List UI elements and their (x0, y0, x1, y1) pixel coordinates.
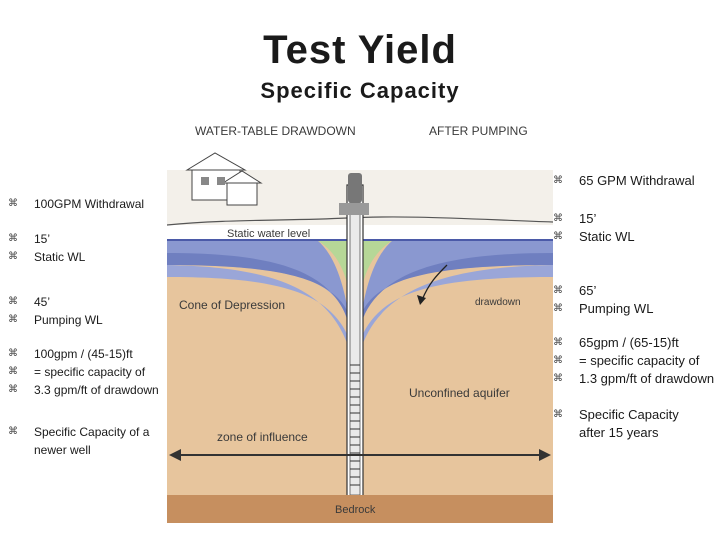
zone-of-influence-label: zone of influence (217, 430, 308, 444)
bullet-item: after 15 years (579, 425, 659, 440)
house-icon (185, 152, 263, 206)
bullet-item: ⌘15’ (8, 232, 51, 246)
diagram-header-left: WATER-TABLE DRAWDOWN (195, 124, 356, 138)
left-bullet-list: ⌘100GPM Withdrawal ⌘15’ ⌘Static WL ⌘45’ … (8, 195, 168, 459)
bullet-item: ⌘15’ (553, 211, 597, 226)
cone-band-inner (167, 265, 351, 355)
bullet-item: ⌘65’ (553, 283, 597, 298)
command-key-icon: ⌘ (8, 366, 18, 377)
bullet-item: ⌘Specific Capacity (553, 407, 679, 422)
command-key-icon: ⌘ (553, 409, 563, 420)
command-key-icon: ⌘ (8, 233, 18, 244)
drawdown-zone-right (362, 240, 393, 287)
cone-band-inner-right (359, 265, 553, 355)
diagram-header-right: AFTER PUMPING (429, 124, 528, 138)
command-key-icon: ⌘ (553, 213, 563, 224)
bullet-item: ⌘100gpm / (45-15)ft (8, 347, 133, 361)
bullet-item: ⌘100GPM Withdrawal (8, 197, 145, 211)
bullet-item: ⌘1.3 gpm/ft of drawdown (553, 371, 715, 386)
bullet-item: ⌘65 GPM Withdrawal (553, 173, 695, 188)
bullet-item: newer well (34, 443, 91, 457)
zone-of-influence-arrow (169, 449, 551, 461)
pump-head (339, 173, 369, 215)
command-key-icon: ⌘ (8, 198, 18, 209)
bullet-item: ⌘3.3 gpm/ft of drawdown (8, 383, 159, 397)
slide-title: Test Yield (263, 28, 457, 72)
command-key-icon: ⌘ (553, 285, 563, 296)
command-key-icon: ⌘ (553, 337, 563, 348)
cone-band-mid-right (359, 253, 553, 330)
bullet-item: ⌘Specific Capacity of a (8, 425, 150, 439)
cone-band-mid (167, 253, 351, 330)
command-key-icon: ⌘ (553, 373, 563, 384)
drawdown-arrowhead (417, 295, 426, 305)
command-key-icon: ⌘ (8, 426, 18, 437)
right-bullet-list: ⌘65 GPM Withdrawal ⌘15’ ⌘Static WL ⌘65’ … (553, 172, 718, 442)
command-key-icon: ⌘ (553, 231, 563, 242)
slide-subtitle: Specific Capacity (260, 78, 460, 103)
bullet-item: ⌘Static WL (8, 250, 86, 264)
bullet-item: ⌘45’ (8, 295, 51, 309)
bullet-item: ⌘65gpm / (65-15)ft (553, 335, 679, 350)
bullet-item: ⌘Pumping WL (553, 301, 654, 316)
well-drawdown-diagram: WATER-TABLE DRAWDOWN AFTER PUMPING Stati… (166, 115, 554, 525)
well-casing (346, 184, 364, 506)
command-key-icon: ⌘ (8, 348, 18, 359)
bullet-item: ⌘Static WL (553, 229, 635, 244)
drawdown-zone (317, 240, 348, 287)
command-key-icon: ⌘ (8, 314, 18, 325)
bedrock-layer (167, 495, 553, 523)
bullet-item: ⌘= specific capacity of (553, 353, 700, 368)
unconfined-aquifer-label: Unconfined aquifer (409, 386, 510, 400)
bullet-item: ⌘Pumping WL (8, 313, 103, 327)
command-key-icon: ⌘ (553, 355, 563, 366)
static-water-level-label: Static water level (227, 228, 310, 240)
bullet-item: ⌘= specific capacity of (8, 365, 146, 379)
command-key-icon: ⌘ (8, 296, 18, 307)
command-key-icon: ⌘ (553, 175, 563, 186)
command-key-icon: ⌘ (8, 384, 18, 395)
drawdown-label: drawdown (475, 297, 521, 308)
command-key-icon: ⌘ (8, 251, 18, 262)
drawdown-arrow (421, 264, 448, 301)
bedrock-label: Bedrock (335, 504, 376, 516)
cone-of-depression-label: Cone of Depression (179, 298, 285, 312)
command-key-icon: ⌘ (553, 303, 563, 314)
